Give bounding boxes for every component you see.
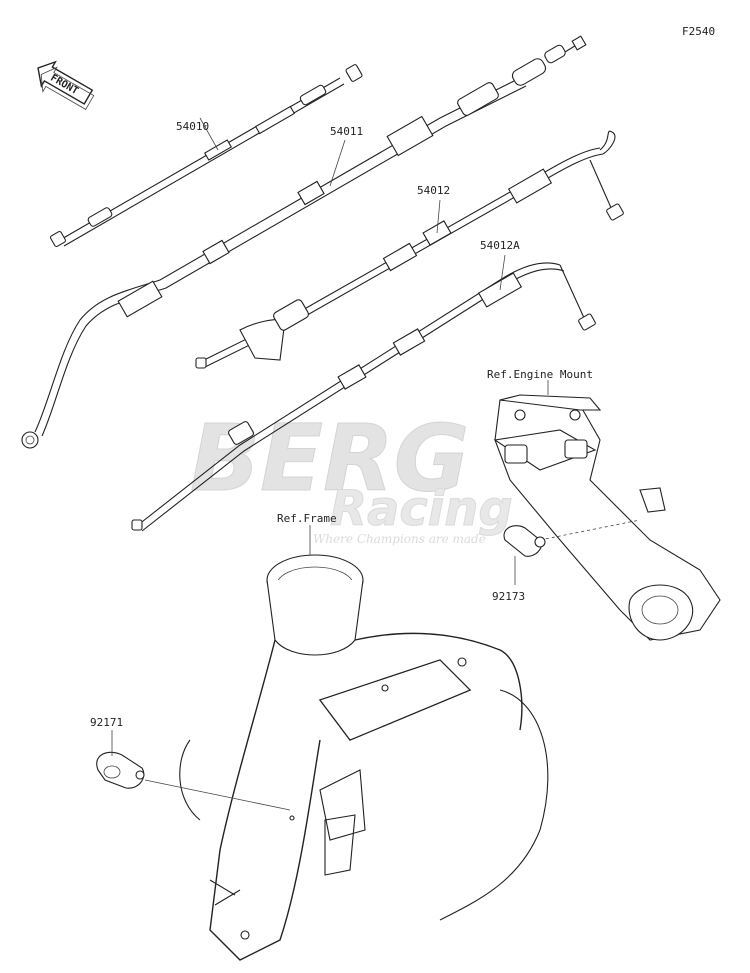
figure-code: F2540 — [682, 25, 715, 38]
ref-engine-mount: Ref.Engine Mount — [487, 368, 593, 381]
cable-54012 — [195, 130, 624, 369]
cable-54010 — [49, 64, 363, 248]
cable-54011 — [21, 35, 587, 449]
watermark-tagline: Where Champions are made — [313, 532, 486, 546]
label-54012: 54012 — [417, 184, 450, 197]
front-arrow: FRONT — [37, 60, 95, 110]
clamp-92171 — [96, 730, 291, 811]
watermark-brand-top: BERG — [190, 405, 469, 512]
engine-mount — [493, 380, 721, 641]
cable-54012a — [131, 254, 596, 532]
watermark: BERG Racing Where Champions are made — [190, 405, 514, 547]
frame — [179, 525, 549, 961]
watermark-brand-bottom: Racing — [330, 481, 513, 537]
label-92173: 92173 — [492, 590, 525, 603]
label-54010: 54010 — [176, 120, 209, 133]
ref-frame: Ref.Frame — [277, 512, 337, 525]
front-arrow-label: FRONT — [48, 73, 80, 98]
clamp-92173 — [503, 525, 546, 585]
label-54012a: 54012A — [480, 239, 520, 252]
label-92171: 92171 — [90, 716, 123, 729]
label-54011: 54011 — [330, 125, 363, 138]
